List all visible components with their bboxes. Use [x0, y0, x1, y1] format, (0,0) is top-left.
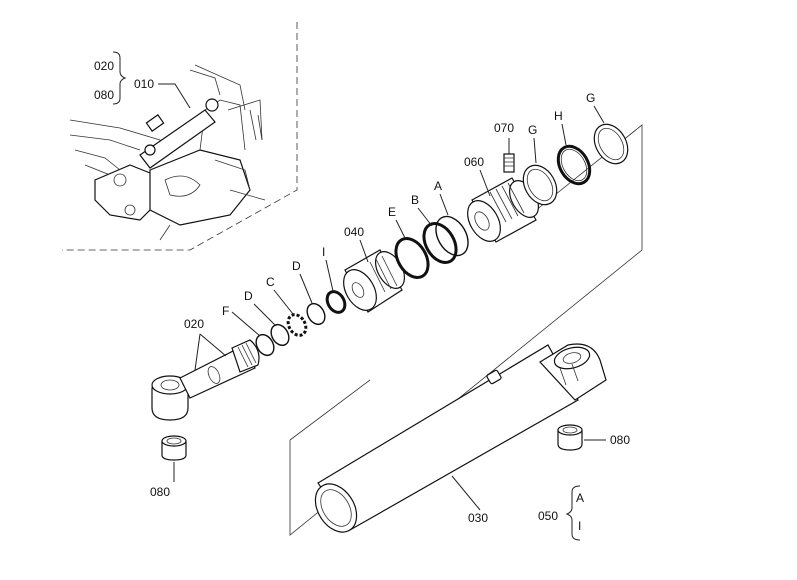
- leader-seal-B: [417, 207, 433, 227]
- label-seal-G1: G: [528, 123, 537, 137]
- label-bushing-left: 080: [150, 485, 170, 499]
- label-seal-A: A: [434, 179, 442, 193]
- seal-E: [394, 237, 430, 279]
- bushing-right-080: [557, 424, 583, 451]
- label-seal-B: B: [411, 193, 419, 207]
- leader-seal-D2: [299, 273, 313, 304]
- leader-piston-040: [359, 239, 369, 263]
- inset-range-bracket: [112, 51, 127, 105]
- label-seal-I: I: [322, 245, 325, 259]
- leader-seal-F: [231, 311, 261, 337]
- leader-seal-E: [395, 219, 407, 241]
- leader-seal-G1: [533, 137, 537, 164]
- inset-dashed-border: [62, 22, 298, 251]
- label-seal-D1: D: [244, 289, 253, 303]
- label-inset-range-bottom: 080: [94, 88, 114, 102]
- seal-G2: [593, 123, 629, 165]
- label-screw-070: 070: [494, 121, 514, 135]
- seal-D2: [306, 302, 326, 326]
- piston-040: [343, 249, 406, 313]
- inset-machine-view: 020 080 010: [62, 22, 298, 251]
- seal-I: [325, 290, 347, 314]
- label-piston-060: 060: [464, 155, 484, 169]
- label-seal-F: F: [222, 304, 229, 318]
- leader-seal-I: [325, 259, 334, 292]
- label-kit-range-bottom: I: [578, 519, 581, 533]
- label-kit-range-top: A: [576, 491, 584, 505]
- screw-070: [503, 153, 515, 173]
- leader-tube: [451, 475, 481, 511]
- rod-end-020: [151, 339, 260, 421]
- kit-range-bracket: [565, 485, 581, 541]
- piston-060: [467, 177, 540, 243]
- seal-C: [286, 313, 308, 337]
- label-seal-G2: G: [586, 91, 595, 105]
- label-seal-E: E: [388, 205, 396, 219]
- label-tube: 030: [468, 511, 488, 525]
- leader-seal-H: [561, 123, 567, 146]
- leader-seal-G2: [593, 105, 605, 124]
- label-seal-H: H: [554, 109, 563, 123]
- inset-machine-body: [69, 64, 266, 241]
- seal-A: [435, 215, 469, 257]
- label-seal-C: C: [266, 275, 275, 289]
- seal-D1: [270, 323, 290, 347]
- leader-seal-D1: [253, 303, 277, 327]
- label-kit: 050: [538, 509, 558, 523]
- seal-H: [556, 144, 592, 186]
- leader-piston-060: [479, 169, 491, 197]
- label-seal-D2: D: [292, 259, 301, 273]
- bushing-left-080: [161, 435, 187, 461]
- label-bushing-right: 080: [610, 433, 630, 447]
- leader-seal-A: [439, 193, 449, 216]
- seal-G1: [522, 164, 558, 206]
- label-piston-040: 040: [344, 225, 364, 239]
- label-inset-main: 010: [134, 77, 154, 91]
- cylinder-tube-030: [314, 343, 607, 533]
- seal-B: [422, 222, 458, 264]
- leader-seal-C: [273, 289, 294, 315]
- leader-rod-end: [194, 333, 227, 371]
- label-rod-end: 020: [184, 317, 204, 331]
- label-inset-range-top: 020: [94, 59, 114, 73]
- leader-inset-main: [158, 83, 191, 109]
